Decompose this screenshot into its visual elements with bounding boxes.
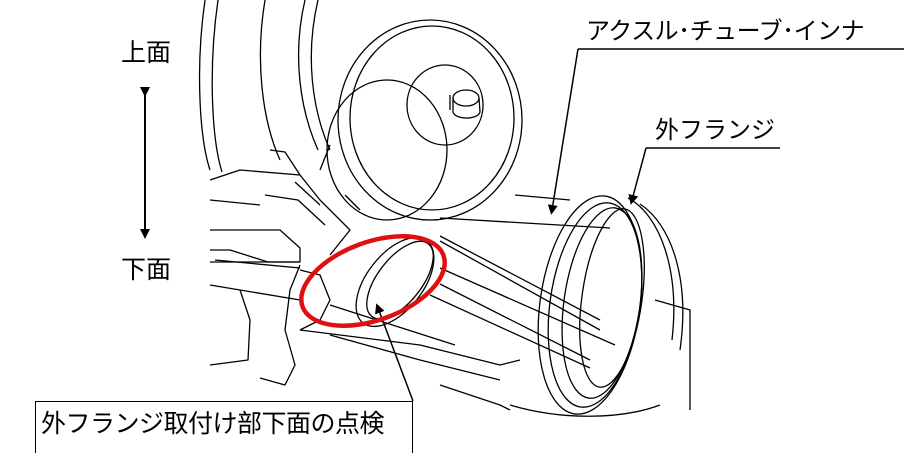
label-axle-tube-inner: アクスル･チューブ･インナ xyxy=(586,17,865,45)
caption-box xyxy=(35,401,413,453)
housing-body xyxy=(209,149,521,411)
leader-axle-tube xyxy=(547,48,904,215)
leader-outer-flange xyxy=(628,147,780,205)
axle-tube xyxy=(429,194,616,369)
label-top-face: 上面 xyxy=(121,38,172,67)
leader-caption xyxy=(375,303,414,402)
inspection-highlight xyxy=(299,234,447,328)
caption-text: 外フランジ取付け部下面の点検 xyxy=(41,409,385,438)
wheel-outline xyxy=(198,0,331,173)
drum-cap xyxy=(319,19,523,221)
outer-flange xyxy=(509,195,691,417)
label-outer-flange: 外フランジ xyxy=(655,116,775,144)
label-bottom-face: 下面 xyxy=(121,255,172,284)
